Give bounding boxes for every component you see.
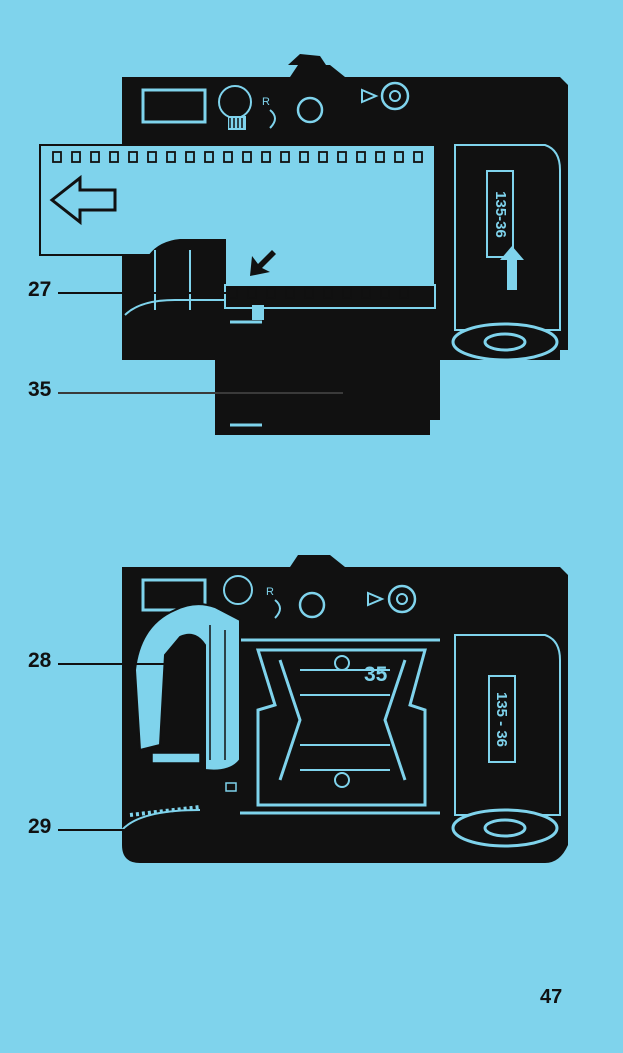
callout-35-leader [58, 392, 343, 394]
figure-film-loading-bottom: R [0, 545, 623, 875]
figure-film-loading-top: R [0, 50, 623, 460]
cassette-label-bottom: 135 - 36 [488, 675, 516, 763]
callout-29-leader [58, 829, 130, 831]
cassette-label-top: 135-36 [486, 170, 514, 258]
svg-text:R: R [262, 96, 270, 108]
callout-29: 29 [28, 815, 52, 838]
callout-28-leader [58, 663, 168, 665]
camera-illustration-top: R [39, 54, 568, 435]
callout-27: 27 [28, 278, 52, 301]
svg-text:R: R [266, 586, 274, 598]
camera-illustration-bottom: R [121, 555, 568, 863]
page-number: 47 [540, 986, 563, 1008]
callout-35: 35 [28, 378, 52, 401]
callout-28: 28 [28, 649, 52, 672]
pressure-plate-label-35: 35 [364, 663, 388, 686]
callout-27-leader [58, 292, 228, 294]
